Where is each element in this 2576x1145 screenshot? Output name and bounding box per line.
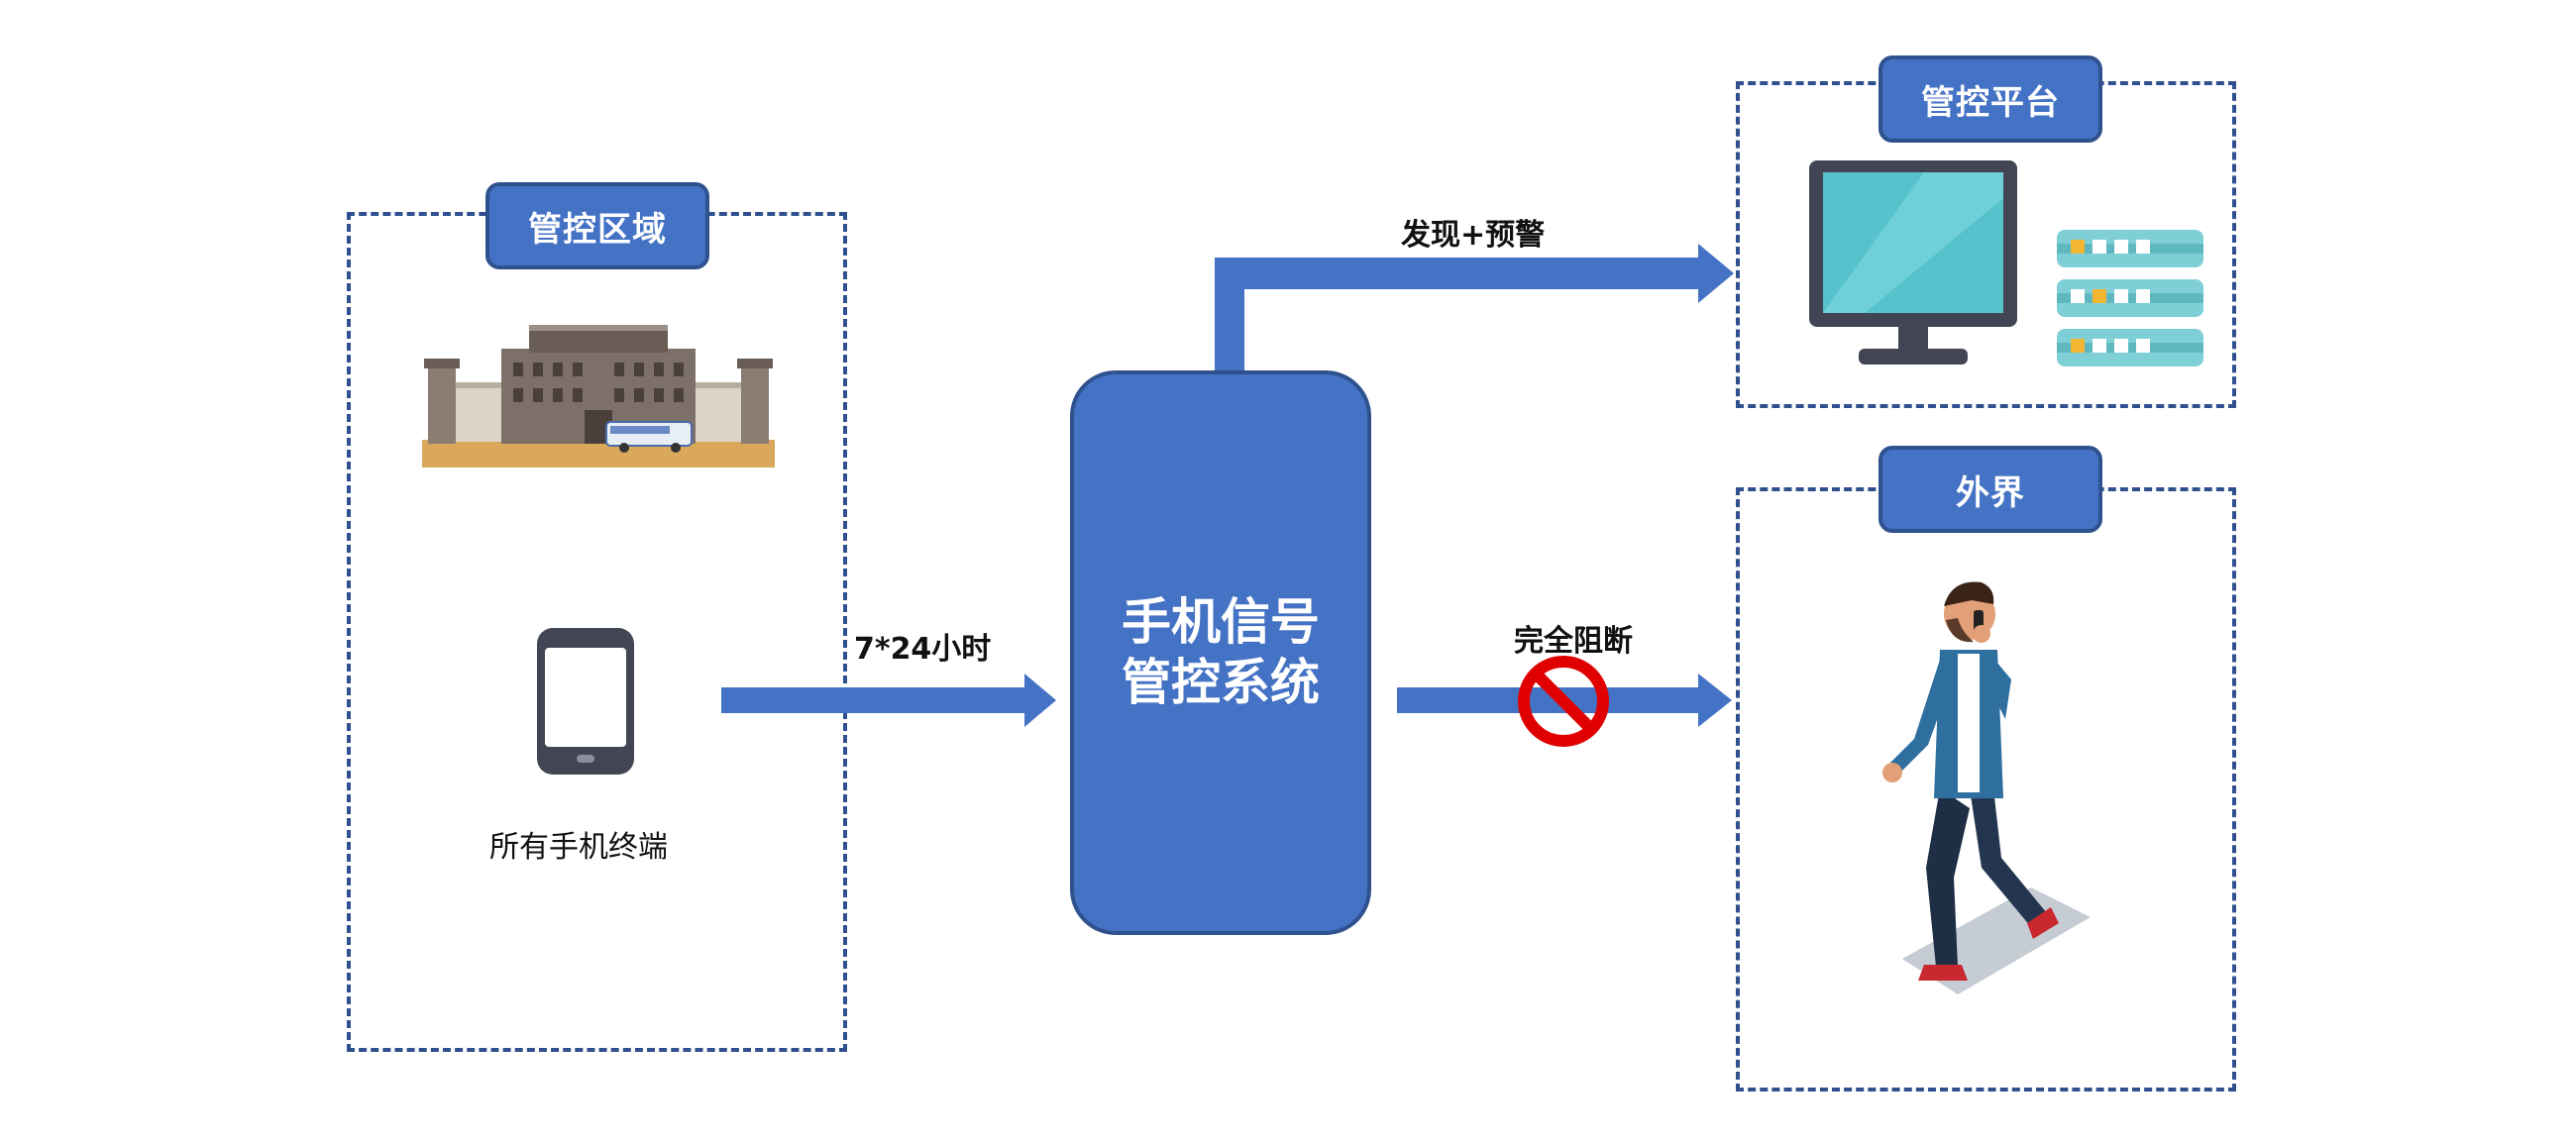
core-title-line1: 手机信号 [1122, 593, 1320, 651]
outside-badge: 外界 [1878, 446, 2102, 533]
block-label: 完全阻断 [1514, 624, 1633, 659]
server-icon [2057, 230, 2203, 366]
monitor-icon [1809, 160, 2017, 364]
core-title-line2: 管控系统 [1122, 654, 1320, 711]
prohibited-icon [1518, 656, 1609, 747]
control-area-badge: 管控区域 [485, 182, 709, 269]
terminal-label: 所有手机终端 [489, 830, 668, 865]
alert-arrow [1215, 244, 1734, 370]
platform-badge: 管控平台 [1878, 55, 2102, 143]
prison-building-icon [422, 325, 775, 468]
input-label: 7*24小时 [854, 632, 992, 667]
smartphone-icon [537, 628, 634, 775]
alert-label: 发现+预警 [1401, 218, 1546, 253]
signal-control-system: 手机信号 管控系统 [1070, 370, 1371, 935]
person-on-phone-icon [1882, 581, 2091, 994]
input-arrow [721, 674, 1056, 727]
